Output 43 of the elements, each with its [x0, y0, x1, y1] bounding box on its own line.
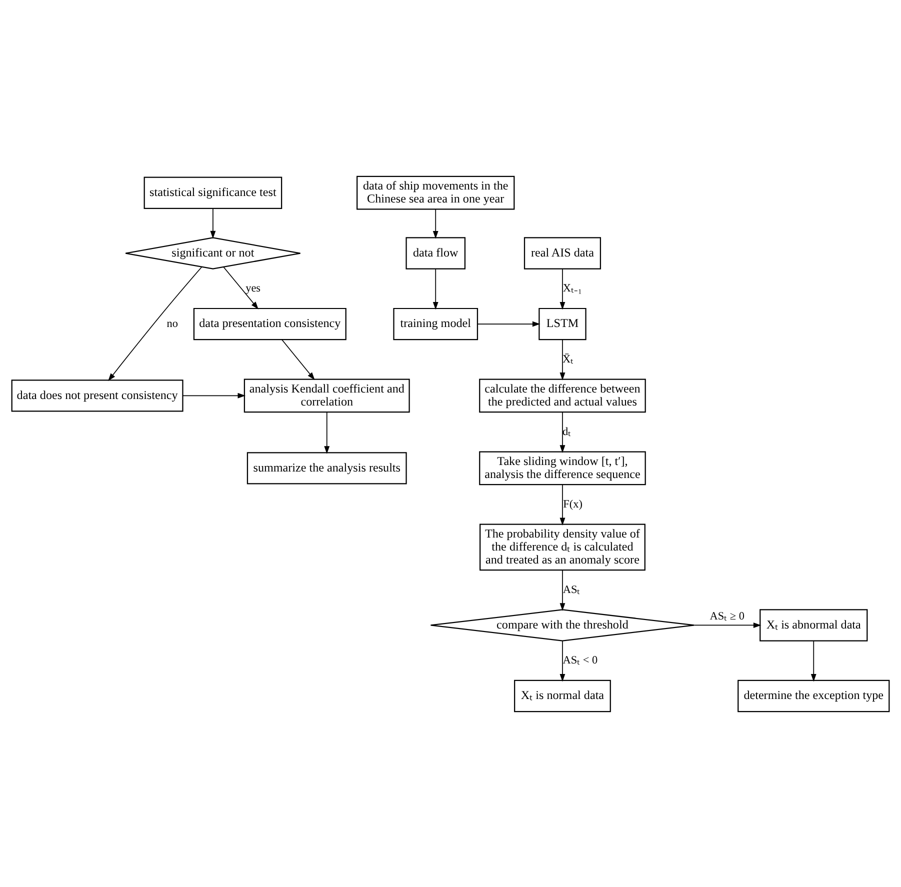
node-box: Take sliding window [t, t′], analysis the difference sequence	[479, 450, 646, 485]
edge-label: no	[166, 317, 178, 330]
node-box: data flow	[406, 236, 466, 269]
node-diamond: compare with the threshold	[430, 608, 695, 641]
arrow	[810, 640, 816, 682]
node-box: Xₜ is abnormal data	[760, 608, 868, 641]
node-box: The probability density value of the difference dₜ is calculated and treated as an anomaly score	[480, 523, 646, 570]
edge-label: ASₜ < 0	[562, 654, 598, 666]
node-box: determine the exception type	[738, 679, 890, 712]
node-box: LSTM	[538, 307, 586, 340]
arrow	[560, 268, 566, 310]
edge-label: ASₜ	[562, 583, 580, 596]
arrow	[432, 208, 438, 238]
arrow	[182, 392, 246, 398]
node-box: statistical significance test	[144, 176, 282, 208]
node-box: analysis Kendall coefficient and correlation	[244, 378, 410, 412]
node-box: data does not present consistency	[11, 379, 184, 412]
arrow	[560, 484, 566, 526]
edge-label: yes	[246, 282, 261, 294]
arrow	[282, 338, 315, 380]
edge-label: Xₜ₋₁	[562, 282, 582, 294]
arrow	[560, 338, 566, 380]
arrow	[210, 208, 216, 238]
arrow	[324, 411, 330, 454]
edge-label: dₜ	[562, 425, 572, 438]
arrow	[223, 266, 258, 309]
node-box: training model	[393, 307, 478, 340]
node-diamond: significant or not	[125, 236, 301, 269]
arrow	[108, 266, 202, 381]
arrow	[477, 320, 540, 326]
arrow	[432, 268, 438, 310]
arrow	[560, 569, 566, 610]
arrow	[694, 622, 762, 628]
node-box: data of ship movements in the Chinese sea area in one year	[356, 175, 515, 210]
edge-label: F(x)	[563, 498, 582, 510]
arrow	[560, 411, 566, 452]
node-box: summarize the analysis results	[246, 452, 407, 484]
node-box: calculate the difference between the predicted and actual values	[479, 378, 646, 412]
arrow	[560, 640, 566, 682]
node-box: data presentation consistency	[193, 307, 346, 340]
node-box: real AIS data	[524, 236, 602, 269]
edge-label: ASₜ ≥ 0	[710, 610, 744, 622]
node-box: Xₜ is normal data	[514, 679, 611, 712]
